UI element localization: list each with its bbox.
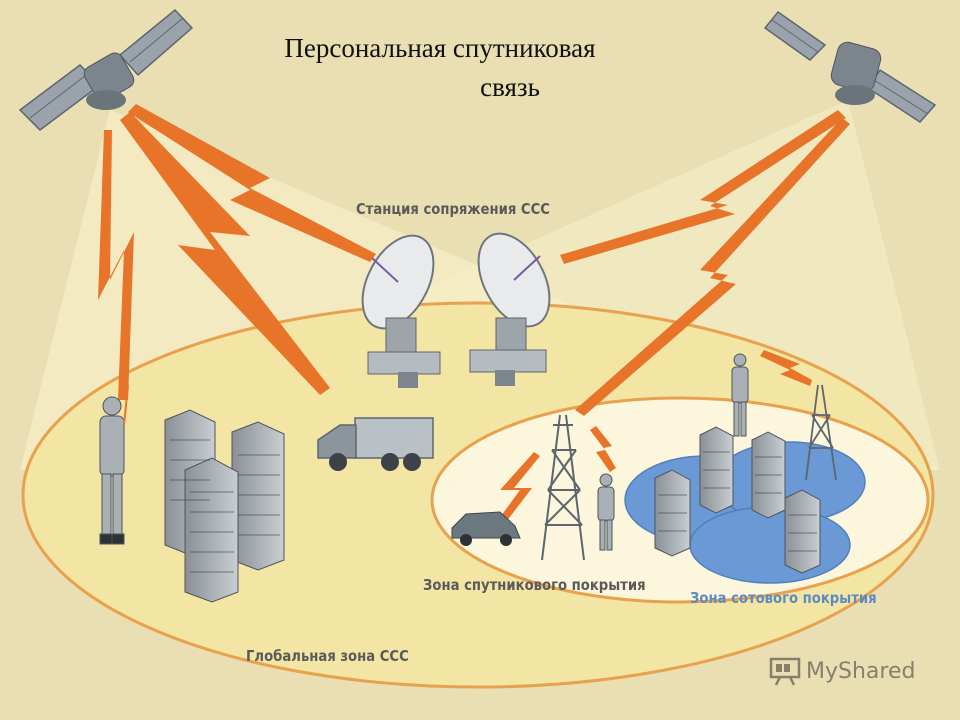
lightning-links — [98, 104, 850, 522]
gateway-dish-left-icon — [361, 234, 441, 388]
slide-title-line1: Персональная спутниковая — [284, 33, 596, 63]
watermark-text: MyShared — [806, 658, 916, 684]
radio-tower-right-icon — [805, 384, 837, 481]
presentation-board-icon — [769, 657, 801, 686]
truck-icon — [317, 417, 434, 471]
global-zone-label: Глобальная зона ССС — [246, 647, 409, 665]
soldier-left-icon — [99, 384, 129, 545]
cellular-zone-label: Зона сотового покрытия — [690, 589, 877, 607]
city-buildings-left-icon — [164, 409, 285, 603]
satellite-left-icon — [18, 8, 194, 131]
car-icon — [451, 511, 521, 546]
gateway-dish-right-icon — [469, 232, 551, 386]
satellite-right-icon — [763, 10, 937, 123]
soldier-middle-icon — [597, 473, 615, 551]
city-buildings-right-icon — [654, 426, 821, 574]
slide-title-line2: связь — [480, 72, 540, 102]
watermark[interactable]: MyShared — [768, 656, 915, 686]
station-label: Станция сопряжения ССС — [356, 200, 550, 218]
satellite-zone-label: Зона спутникового покрытия — [423, 576, 646, 594]
soldier-right-icon — [731, 353, 749, 437]
radio-tower-main-icon — [541, 414, 585, 561]
